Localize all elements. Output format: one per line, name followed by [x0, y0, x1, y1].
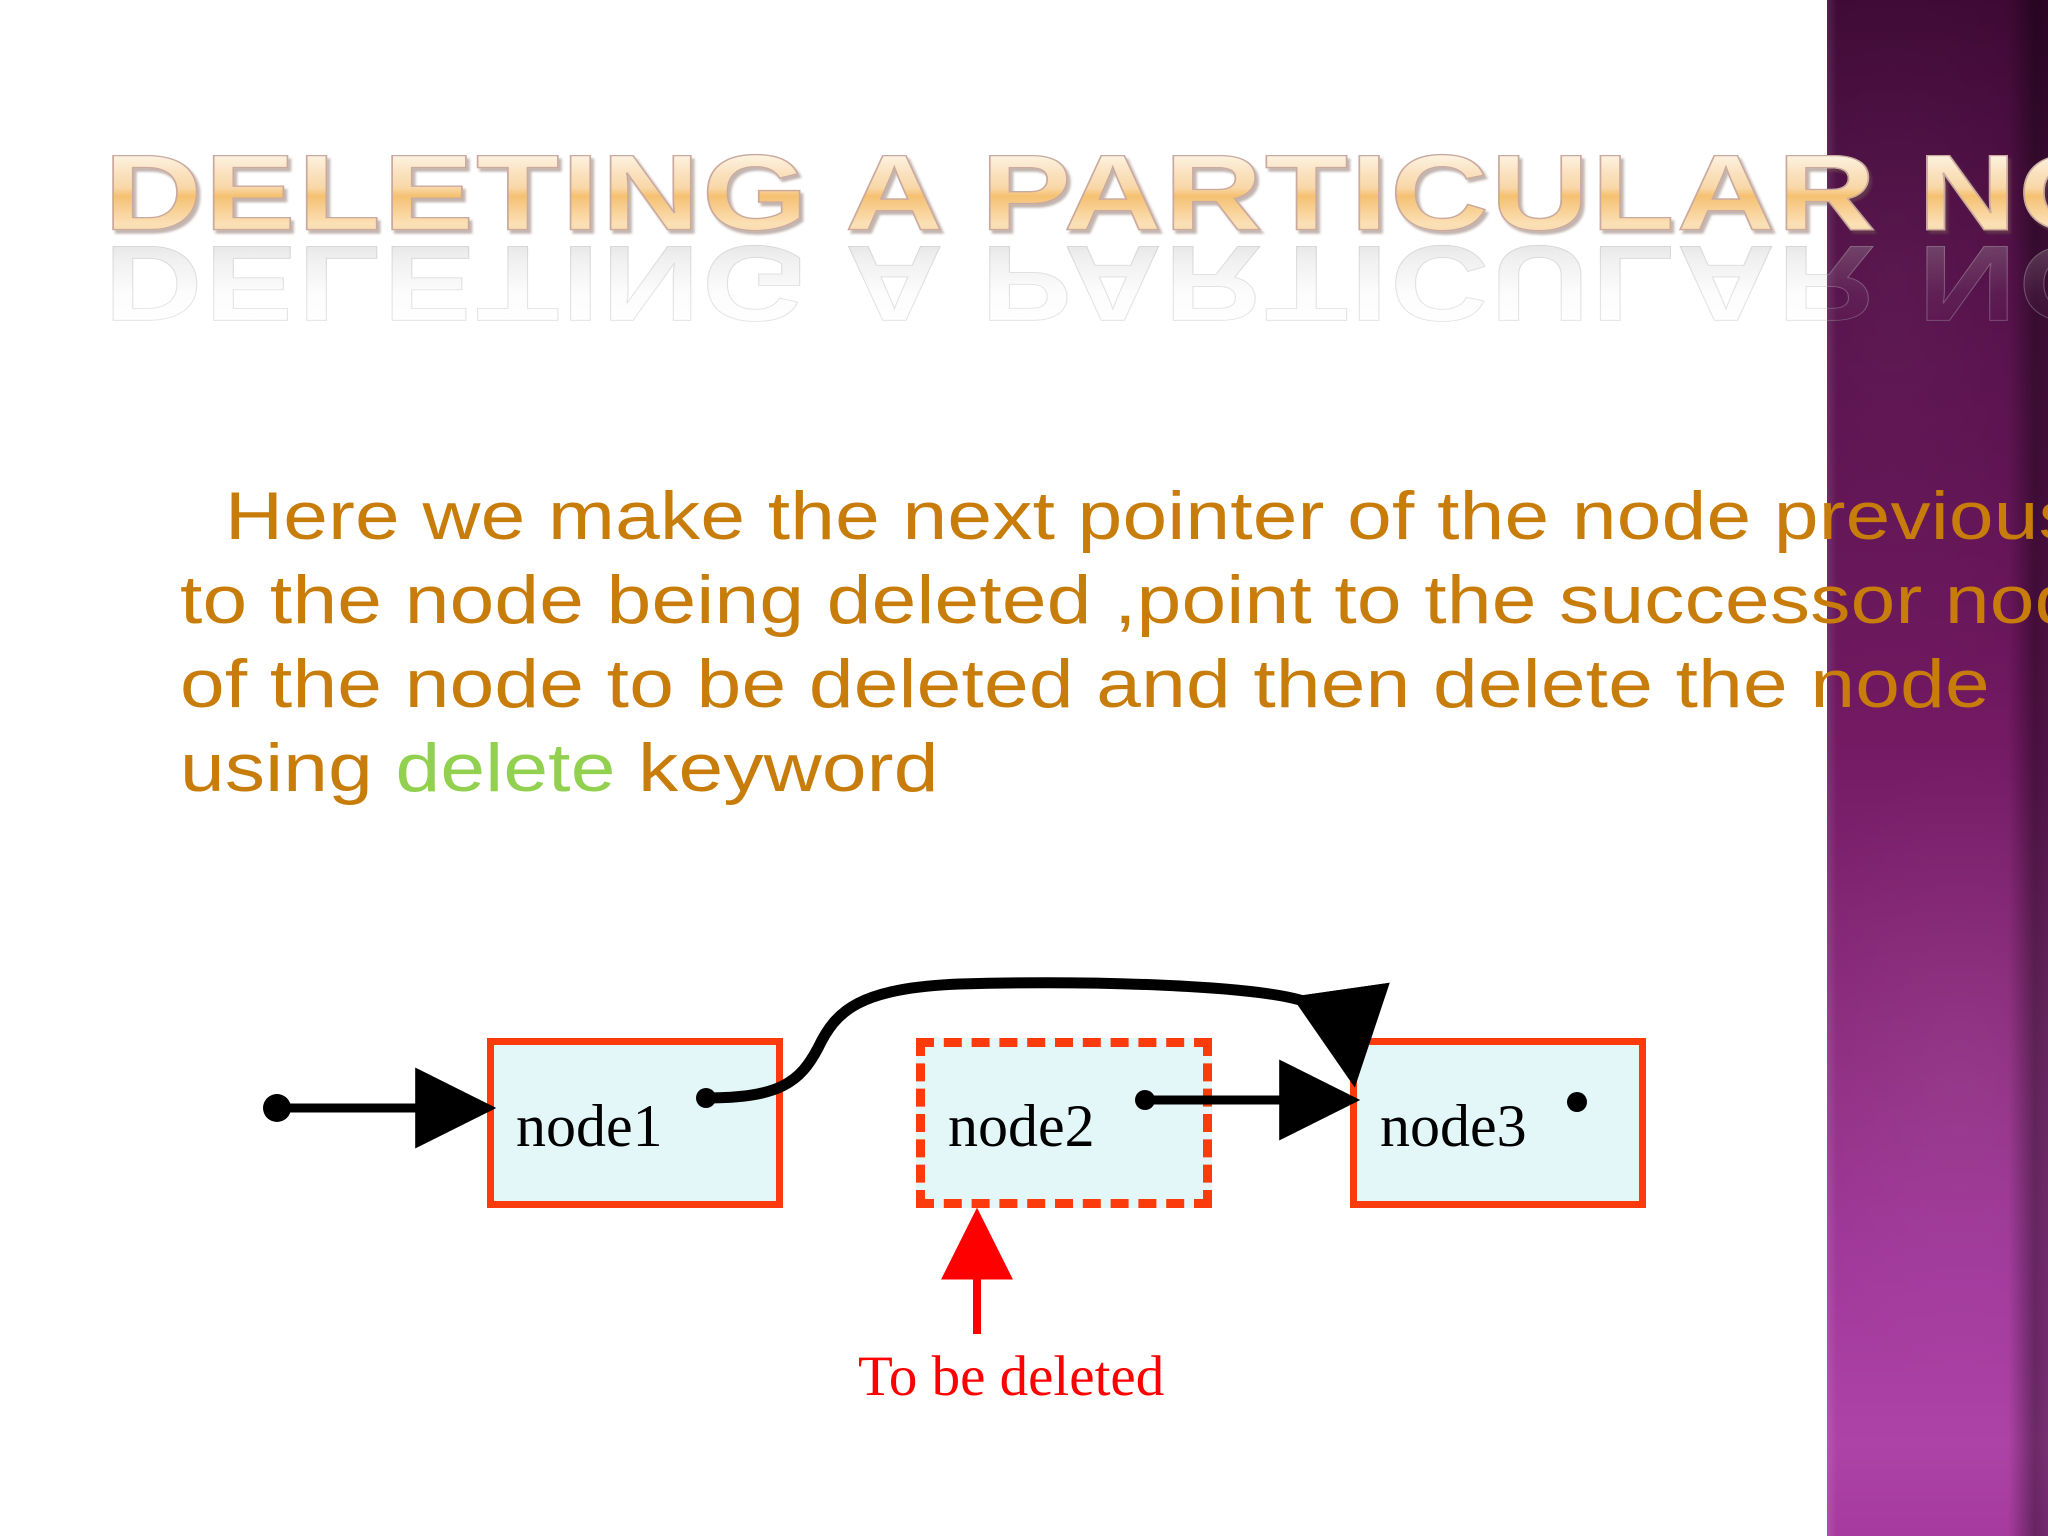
node-box-node2: [916, 1038, 1212, 1208]
node-label-node3: node3: [1380, 1093, 1527, 1159]
delete-keyword: delete: [395, 730, 616, 806]
node-box-node3: [1350, 1038, 1646, 1208]
linked-list-diagram: node1 node2 node3: [0, 940, 2048, 1460]
annotation-label: To be deleted: [858, 1345, 1165, 1408]
page-title-text: Deleting a particular node: [103, 139, 2048, 248]
node-label-node2: node2: [948, 1093, 1095, 1159]
node-label-node1: node1: [516, 1093, 663, 1159]
body-paragraph: Here we make the next pointer of the nod…: [180, 474, 2048, 810]
page-title: Deleting a particular node Deleting a pa…: [103, 139, 2048, 343]
body-text-part1: Here we make the next pointer of the nod…: [180, 478, 2048, 806]
pointer-dot-node3: [1567, 1092, 1587, 1112]
node-box-node1: [487, 1038, 783, 1208]
body-text-part2: keyword: [615, 730, 939, 806]
arrow-node1-to-node3-bypass: [700, 977, 1390, 1104]
head-pointer-dot: [263, 1094, 291, 1122]
diagram-arrows: [263, 977, 1390, 1334]
